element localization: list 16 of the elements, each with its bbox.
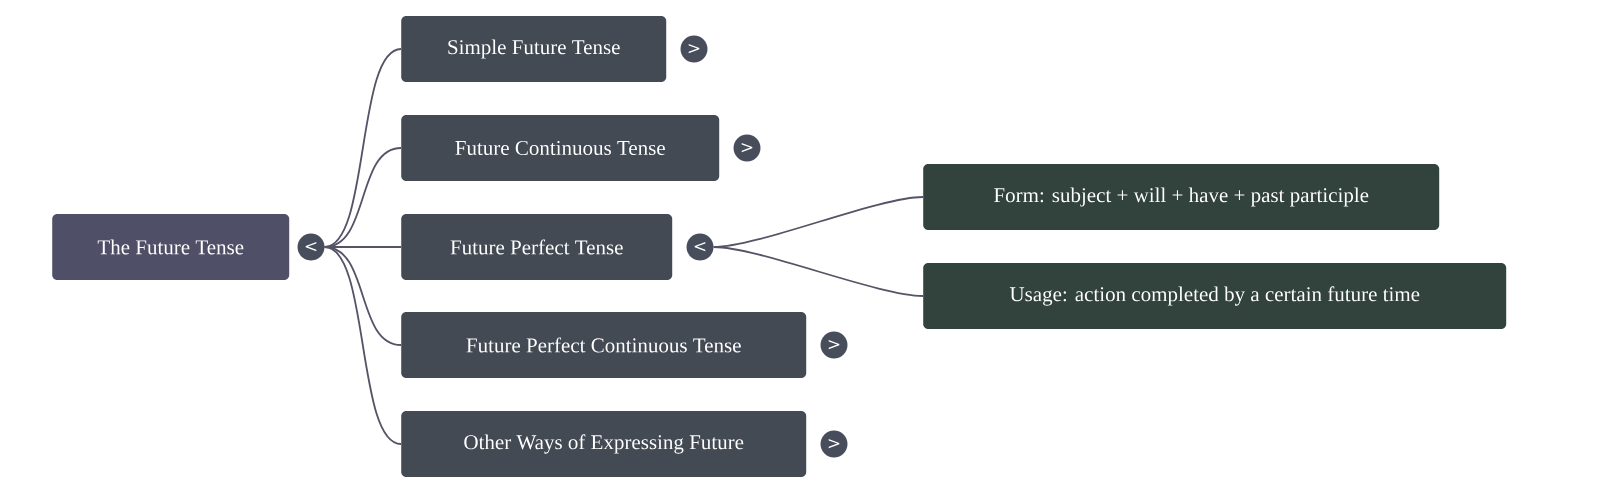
detail-box: Usage: action completed by a certain future time bbox=[923, 263, 1507, 329]
toggle-button: > bbox=[820, 430, 848, 458]
connector-line bbox=[712, 246, 924, 297]
toggle-button: < bbox=[297, 233, 325, 261]
toggle-button: < bbox=[686, 233, 714, 261]
topic-box: Other Ways of Expressing Future bbox=[401, 411, 807, 477]
connector-line bbox=[323, 246, 402, 445]
root-topic-box: The Future Tense bbox=[52, 214, 290, 280]
toggle-button: > bbox=[680, 35, 708, 63]
topic-box: Future Perfect Tense bbox=[401, 214, 673, 280]
topic-box: Simple Future Tense bbox=[401, 16, 667, 82]
detail-box: Form: subject + will + have + past participle bbox=[923, 164, 1440, 230]
toggle-button: > bbox=[733, 134, 761, 162]
toggle-button: > bbox=[820, 331, 848, 359]
topic-box: Future Continuous Tense bbox=[401, 115, 720, 181]
topic-box: Future Perfect Continuous Tense bbox=[401, 312, 807, 378]
